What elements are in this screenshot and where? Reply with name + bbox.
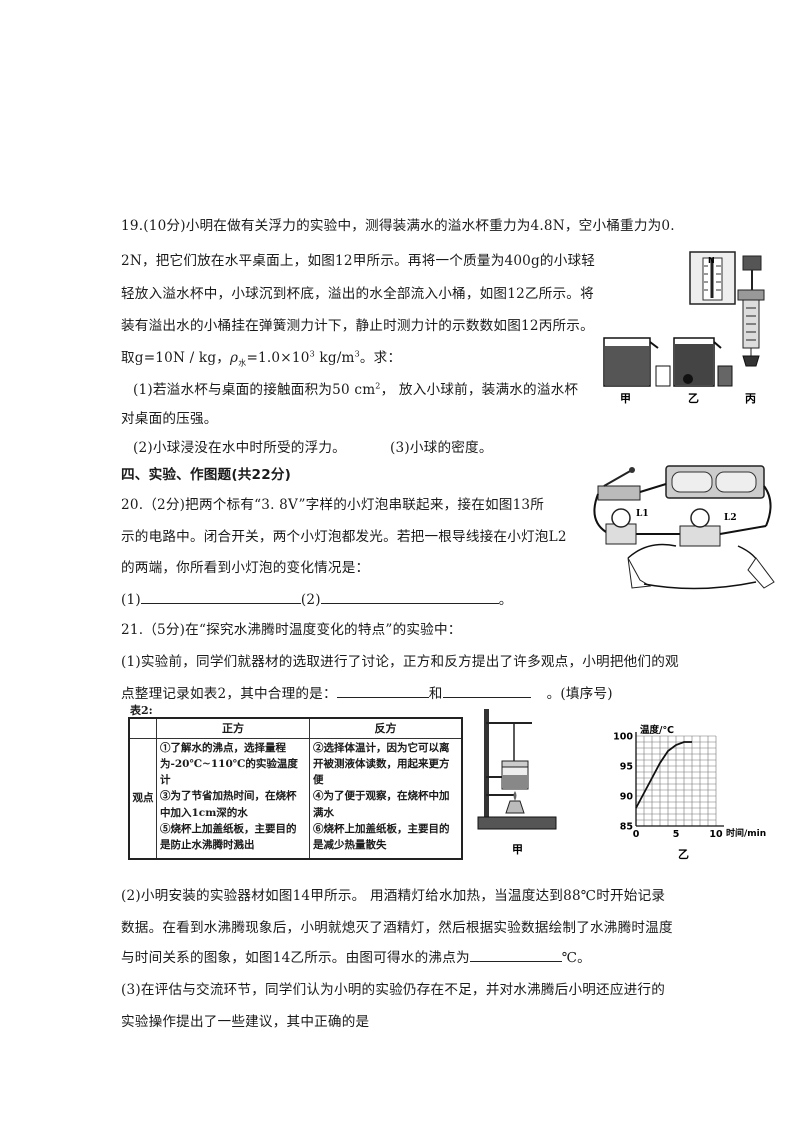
- q19-part-3: (3)小球的密度。: [390, 440, 493, 456]
- figure-12-drawing: N 甲 乙 丙: [603, 251, 765, 405]
- lamp-l2-label: L2: [724, 513, 737, 523]
- section-4-title: 四、实验、作图题(共22分): [121, 467, 292, 483]
- q19-given-g: 取g=10N / kg，: [121, 350, 231, 366]
- q19-line-5: 取g=10N / kg，ρ水=1.0×103 kg/m3。求：: [121, 349, 402, 368]
- q19-rho-sub: 水: [238, 358, 247, 368]
- q20-blank-1[interactable]: [140, 589, 301, 604]
- q20-blank-2[interactable]: [320, 589, 499, 604]
- q19-part-1-line-2: 对桌面的压强。: [121, 411, 218, 427]
- table-2-header-con: 反方: [309, 717, 463, 739]
- table-2-pro-item: ①了解水的沸点，选择量程为-20℃~110℃的实验温度计: [160, 741, 298, 787]
- figure-14-apparatus: 甲: [474, 705, 569, 863]
- chart-y-tick-label: 85: [620, 822, 633, 833]
- q21-part-2-line-2: 数据。在看到水沸腾现象后，小明就熄灭了酒精灯，然后根据实验数据绘制了水沸腾时温度: [121, 920, 673, 936]
- fig14-label-jia: 甲: [512, 843, 523, 856]
- q20-line-3: 的两端，你所看到小灯泡的变化情况是：: [121, 560, 370, 576]
- fig14-label-yi: 乙: [678, 848, 689, 861]
- q21-part-3-line-2: 实验操作提出了一些建议，其中正确的是: [121, 1014, 370, 1030]
- figure-14-apparatus-drawing: 甲: [477, 709, 557, 856]
- chart-x-tick-label: 0: [633, 829, 640, 840]
- lamp-l1-label: L1: [636, 509, 649, 519]
- q21-line-1: 21.（5分)在“探究水沸腾时温度变化的特点”的实验中：: [121, 622, 462, 638]
- q20-answer-line: (1)(2)。: [121, 588, 513, 608]
- chart-y-tick-label: 100: [613, 732, 633, 743]
- chart-x-label: 时间/min: [726, 827, 766, 839]
- table-2-con-item: ⑥烧杯上加盖纸板，主要目的是减少热量散失: [313, 822, 450, 852]
- fig12-label-yi: 乙: [688, 392, 699, 405]
- q21-part-3-line-1: (3)在评估与交流环节，同学们认为小明的实验仍存在不足，并对水沸腾后小明还应进行…: [121, 982, 666, 998]
- table-2-con-item: ②选择体温计，因为它可以离开被测液体读数，用起来更方便: [313, 741, 450, 787]
- q19-line-4: 装有溢出水的小桶挂在弹簧测力计下，静止时测力计的示数数如图12丙所示。: [121, 318, 594, 334]
- q21-part-1-line-1: (1)实验前，同学们就器材的选取进行了讨论，正方和反方提出了许多观点，小明把他们…: [121, 654, 679, 670]
- figure-12: N 甲 乙 丙: [600, 250, 775, 410]
- chart-x-tick-label: 10: [709, 829, 723, 840]
- table-2-row-label: 观点: [128, 737, 157, 860]
- figure-13: L1 L2: [588, 462, 778, 590]
- table-2-pro-cell: ①了解水的沸点，选择量程为-20℃~110℃的实验温度计 ③为了节省加热时间，在…: [156, 737, 310, 860]
- q21-blank-1[interactable]: [336, 683, 429, 698]
- q21-part-1-line-2: 点整理记录如表2，其中合理的是：和。(填序号): [121, 682, 613, 702]
- gauge-letter: N: [708, 256, 715, 265]
- chart-series-line: [635, 741, 692, 809]
- chart-y-tick-label: 95: [620, 762, 633, 773]
- table-2-con-cell: ②选择体温计，因为它可以离开被测液体读数，用起来更方便 ④为了便于观察，在烧杯中…: [309, 737, 463, 860]
- chart-y-label: 温度/℃: [640, 724, 674, 736]
- table-2-pro-item: ③为了节省加热时间，在烧杯中加入1cm深的水: [160, 790, 297, 819]
- q19-line-1: 19.(10分)小明在做有关浮力的实验中，测得装满水的溢水杯重力为4.8N，空小…: [121, 218, 675, 234]
- chart-ticks: 85 90 95 100 0 5 10: [613, 732, 723, 841]
- chart-y-tick-label: 90: [620, 792, 634, 803]
- table-2-pro-item: ⑤烧杯上加盖纸板，主要目的是防止水沸腾时溅出: [160, 822, 297, 852]
- q19-part-1: (1)若溢水杯与桌面的接触面积为50 cm2， 放入小球前，装满水的溢水杯: [133, 381, 579, 398]
- q21-blank-boiling-point[interactable]: [469, 947, 562, 962]
- figure-14-chart: 85 90 95 100 0 5 10 温度/℃ 时间/min 乙: [600, 722, 775, 867]
- chart-axes: [635, 732, 724, 827]
- q19-line-3: 轻放入溢水杯中，小球沉到杯底，溢出的水全部流入小桶，如图12乙所示。将: [121, 286, 594, 302]
- chart-x-tick-label: 5: [673, 829, 680, 840]
- table-2-caption: 表2:: [130, 704, 153, 717]
- q20-line-1: 20.（2分)把两个标有“3. 8V”字样的小灯泡串联起来，接在如图13所: [121, 497, 545, 513]
- q21-part-2-line-1: (2)小明安装的实验器材如图14甲所示。 用酒精灯给水加热，当温度达到88℃时开…: [121, 888, 666, 904]
- q21-part-2-line-3: 与时间关系的图象，如图14乙所示。由图可得水的沸点为℃。: [121, 946, 591, 966]
- q19-given-rho: =1.0×10: [246, 350, 310, 366]
- q19-line-2: 2N，把它们放在水平桌面上，如图12甲所示。再将一个质量为400g的小球轻: [121, 253, 596, 269]
- fig12-label-jia: 甲: [620, 392, 631, 405]
- q21-blank-2[interactable]: [442, 683, 531, 698]
- fig12-label-bing: 丙: [745, 392, 756, 405]
- temperature-time-chart: 85 90 95 100 0 5 10 温度/℃ 时间/min 乙: [613, 724, 766, 861]
- figure-13-drawing: L1 L2: [593, 465, 775, 590]
- chart-grid: [635, 735, 717, 827]
- q19-part-2: (2)小球浸没在水中时所受的浮力。: [133, 440, 346, 456]
- table-2: 正方 反方 观点 ①了解水的沸点，选择量程为-20℃~110℃的实验温度计 ③为…: [128, 717, 463, 860]
- table-2-con-item: ④为了便于观察，在烧杯中加满水: [313, 790, 450, 819]
- table-2-header-pro: 正方: [156, 717, 310, 739]
- q20-line-2: 示的电路中。闭合开关，两个小灯泡都发光。若把一根导线接在小灯泡L2: [121, 529, 567, 545]
